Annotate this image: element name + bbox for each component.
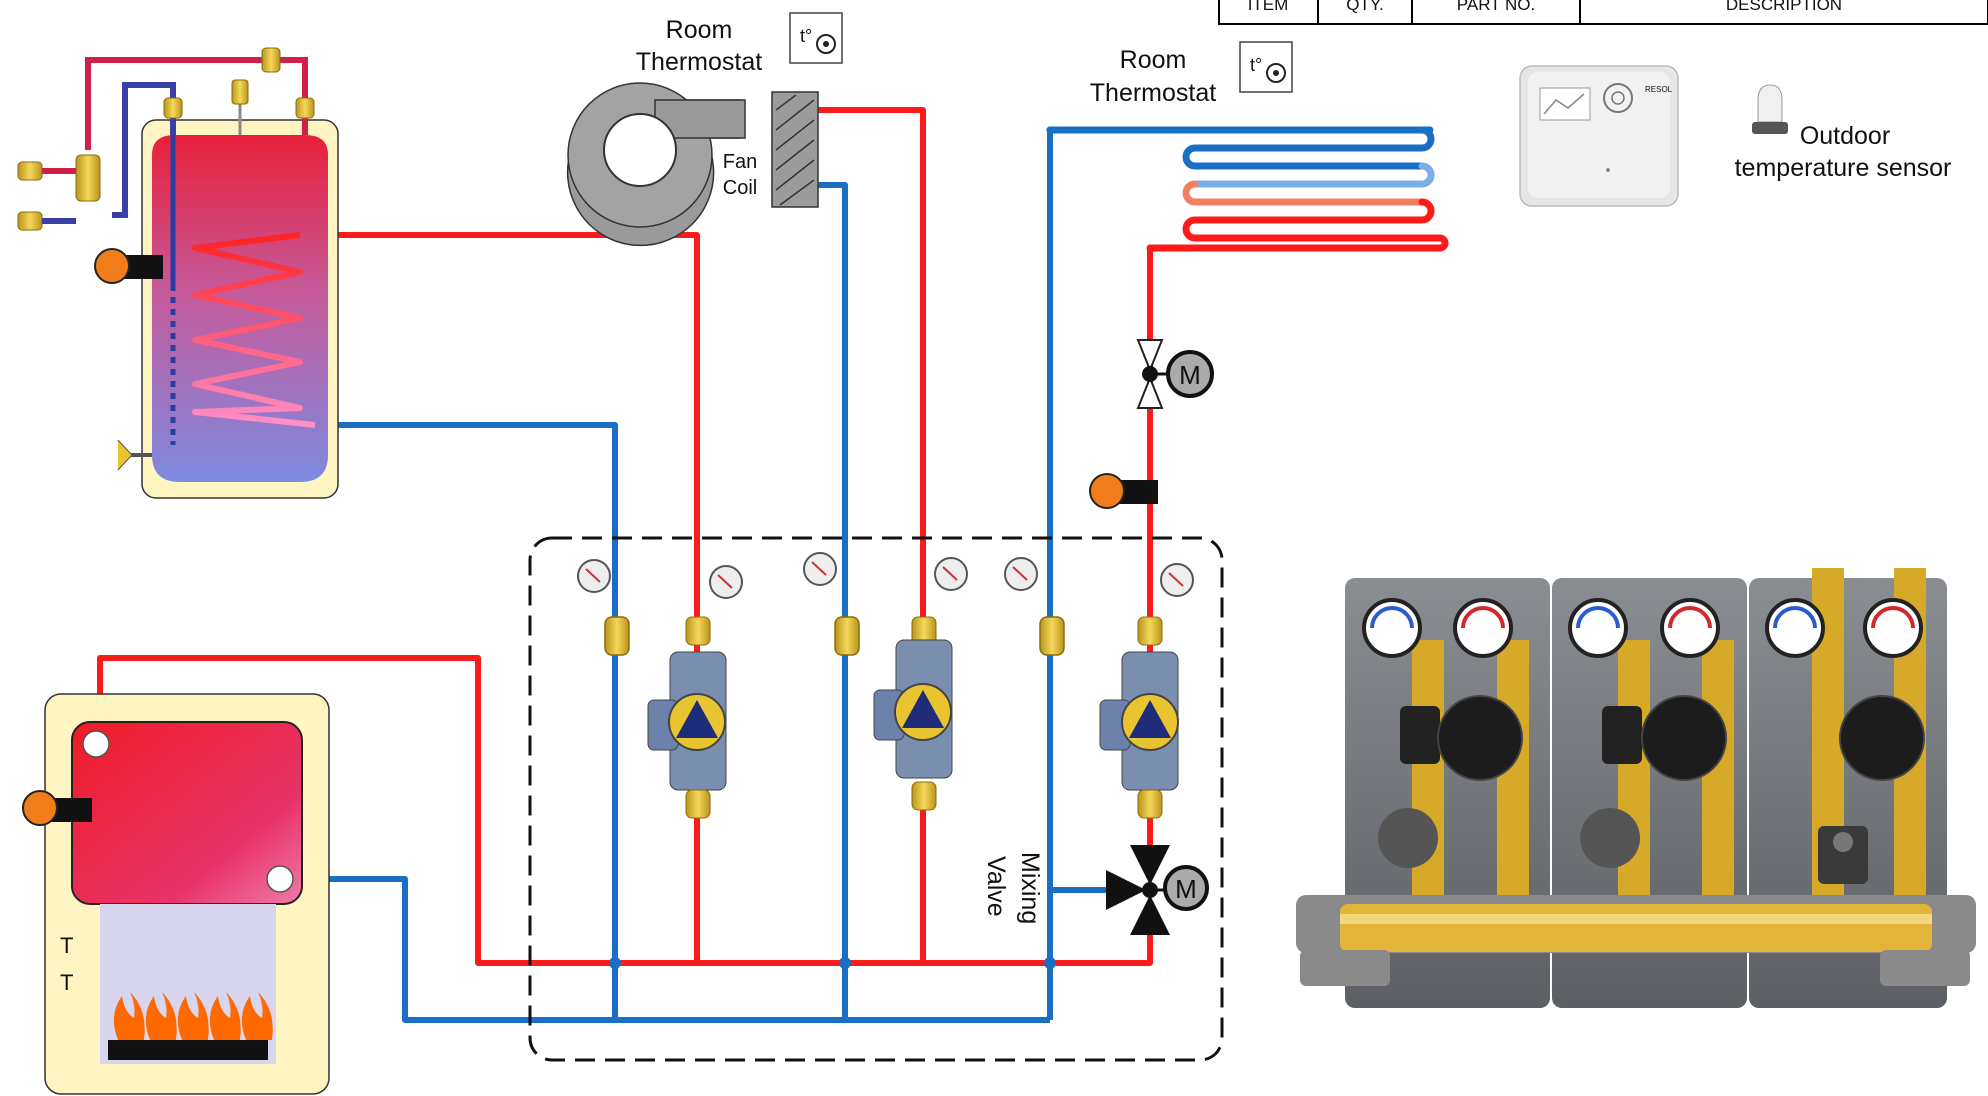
room-thermostat-label-2a: Room — [1120, 46, 1187, 74]
circulation-pump-icon[interactable] — [647, 616, 727, 819]
fan-coil-icon: Fan Coil — [566, 82, 819, 247]
mixing-valve-label-1: Mixing — [1016, 852, 1044, 924]
outdoor-sensor-icon — [1752, 84, 1788, 134]
room-thermostat-icon[interactable]: t° — [789, 12, 843, 64]
boiler-icon: T T — [44, 693, 330, 1095]
parts-table-header: ITEM QTY. PART NO. DESCRIPTION — [1218, 0, 1988, 25]
pipe-junctions — [609, 957, 1056, 969]
motor-label: M — [1179, 360, 1201, 390]
boiler-mark-1: T — [60, 933, 73, 958]
thermostat-symbol: t° — [1250, 55, 1262, 75]
circulation-pump-icon[interactable] — [1099, 616, 1179, 819]
mixing-valve-label: Mixing Valve — [982, 852, 1044, 924]
circulation-pump-icon[interactable] — [873, 616, 953, 811]
pump-manifold-photo — [1296, 568, 1976, 1008]
boiler-mark-2: T — [60, 970, 73, 995]
mixing-valve-label-2: Valve — [982, 856, 1010, 917]
room-thermostat-label-1b: Thermostat — [636, 48, 762, 76]
check-valve-icon — [604, 616, 1065, 656]
table-header-item: ITEM — [1248, 0, 1289, 14]
table-header-part-no: PART NO. — [1457, 0, 1535, 14]
pipes — [97, 107, 1153, 1023]
zone-valve-icon[interactable]: M — [1136, 339, 1214, 409]
controller-image: RESOL — [1519, 65, 1679, 207]
controller-brand: RESOL — [1645, 85, 1673, 94]
outdoor-sensor-label-1: Outdoor — [1800, 122, 1890, 150]
motor-label: M — [1175, 874, 1197, 904]
hot-water-tank-icon — [17, 47, 339, 499]
room-thermostat-icon[interactable]: t° — [1239, 41, 1293, 93]
temperature-sensor-icon — [94, 248, 163, 284]
burner-flame-icon — [108, 992, 273, 1060]
floor-heating-loop-icon — [1046, 126, 1449, 252]
temperature-sensor-icon — [22, 790, 92, 826]
fan-coil-label-2: Coil — [723, 177, 757, 199]
fan-coil-label-1: Fan — [723, 151, 757, 173]
table-header-description: DESCRIPTION — [1726, 0, 1842, 14]
thermostat-symbol: t° — [800, 26, 812, 46]
mixing-valve-icon[interactable]: M — [1106, 845, 1209, 935]
table-header-qty: QTY. — [1346, 0, 1383, 14]
room-thermostat-label-1a: Room — [666, 16, 733, 44]
room-thermostat-label-2b: Thermostat — [1090, 79, 1216, 107]
thermometer-gauge-icon — [577, 552, 1194, 599]
outdoor-sensor-label-2: temperature sensor — [1735, 154, 1952, 182]
pump-group-boundary — [528, 536, 1224, 1062]
temperature-sensor-icon — [1089, 473, 1158, 509]
